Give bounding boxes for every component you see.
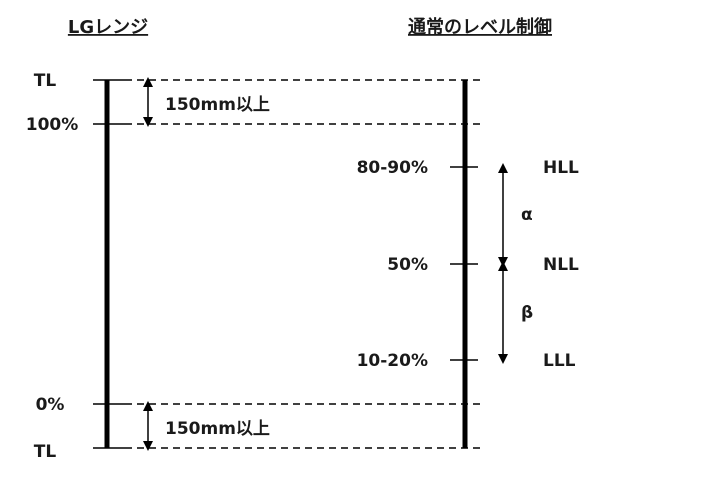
bottom-margin-label: 150mm以上 bbox=[165, 419, 270, 439]
lll-percent: 10-20% bbox=[357, 351, 428, 371]
beta-label: β bbox=[521, 303, 533, 323]
label-0-percent: 0% bbox=[36, 395, 65, 415]
lll-label: LLL bbox=[543, 351, 576, 371]
label-tl-top: TL bbox=[34, 71, 57, 91]
normal-level-control-title: 通常のレベル制御 bbox=[408, 16, 552, 38]
nll-label: NLL bbox=[543, 255, 579, 275]
alpha-label: α bbox=[521, 205, 533, 225]
lg-range-title: LGレンジ bbox=[68, 17, 148, 38]
nll-percent: 50% bbox=[387, 255, 428, 275]
label-100-percent: 100% bbox=[26, 115, 79, 135]
label-tl-bottom: TL bbox=[34, 442, 57, 462]
top-margin-label: 150mm以上 bbox=[165, 95, 270, 115]
hll-label: HLL bbox=[543, 158, 579, 178]
hll-percent: 80-90% bbox=[357, 158, 428, 178]
